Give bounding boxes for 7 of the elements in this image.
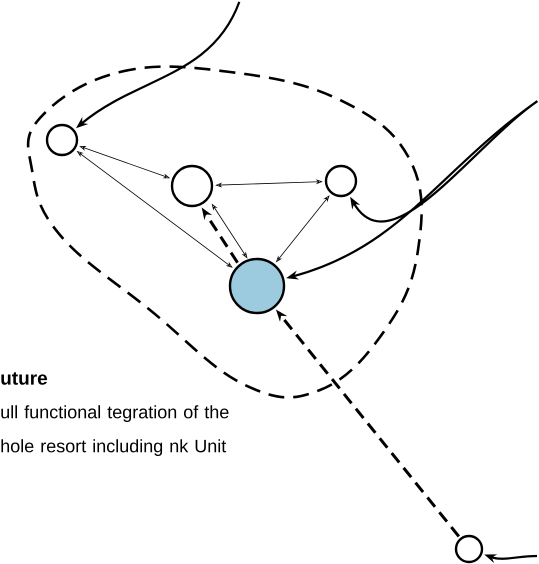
heading: uture bbox=[1, 372, 48, 385]
circle-node bbox=[46, 124, 78, 156]
circle-node bbox=[228, 258, 286, 314]
description-text: ull functional tegration of the hole resort including nk Unit bbox=[1, 405, 228, 456]
circle-node bbox=[324, 164, 358, 198]
circle-node bbox=[170, 164, 214, 208]
circle-node bbox=[454, 534, 484, 564]
